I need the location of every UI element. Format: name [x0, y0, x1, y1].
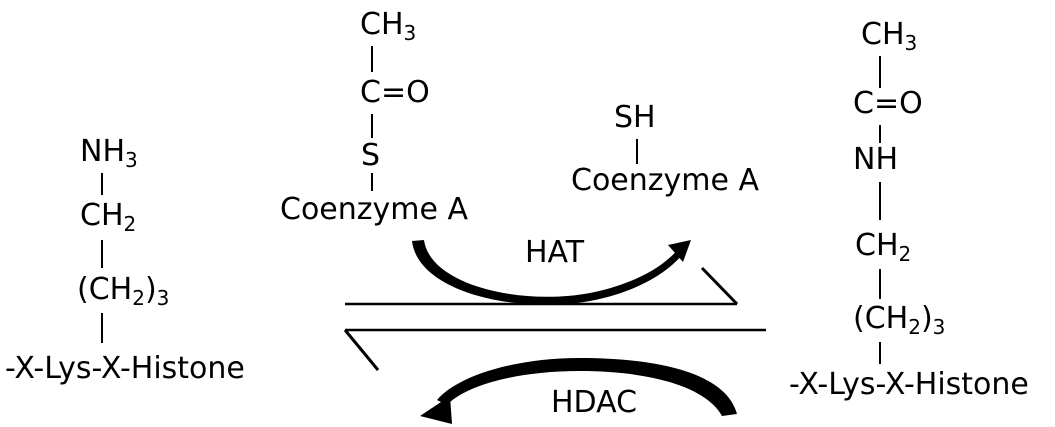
right-bond-3	[879, 182, 881, 220]
left-bond-2	[101, 240, 103, 268]
reverse-arrow-barb	[343, 329, 380, 371]
right-bond-2	[879, 125, 881, 143]
left-ch2-group: CH2	[80, 198, 137, 236]
acetyl-coa-carbonyl: C=O	[360, 75, 430, 110]
right-acetyl-methyl: CH3	[861, 17, 918, 55]
acetyl-coa-sulfur: S	[361, 138, 381, 173]
right-amide: NH	[853, 142, 898, 177]
right-bond-4	[879, 269, 881, 299]
free-coa-bond	[636, 139, 638, 164]
right-bond-5	[879, 342, 881, 364]
free-coa-thiol: SH	[614, 100, 656, 135]
right-histone-backbone: -X-Lys-X-Histone	[789, 367, 1029, 402]
left-methylene-chain: (CH2)3	[77, 272, 170, 310]
forward-arrow-barb	[700, 266, 739, 306]
acetyl-coa-methyl: CH3	[360, 7, 417, 45]
hat-curved-arrow	[412, 240, 685, 305]
right-methylene-chain: (CH2)3	[853, 301, 946, 339]
left-histone-backbone: -X-Lys-X-Histone	[5, 351, 245, 386]
right-ch2-group: CH2	[855, 228, 912, 266]
hat-arrowhead	[668, 240, 691, 262]
free-coa-name: Coenzyme A	[571, 163, 760, 198]
right-carbonyl: C=O	[853, 86, 923, 121]
acetyl-coa-bond-2	[371, 114, 373, 138]
left-amine-group: NH3	[80, 134, 138, 172]
acetyl-coa-name: Coenzyme A	[280, 192, 469, 227]
left-bond-3	[101, 313, 103, 343]
left-bond-1	[101, 173, 103, 195]
acetyl-coa-bond-3	[371, 173, 373, 191]
hdac-arrowhead	[420, 396, 452, 424]
hat-enzyme-label: HAT	[525, 235, 585, 270]
hdac-curved-arrow	[437, 358, 737, 416]
acetyl-coa-bond-1	[371, 46, 373, 72]
hdac-enzyme-label: HDAC	[551, 385, 638, 420]
right-bond-1	[879, 56, 881, 88]
